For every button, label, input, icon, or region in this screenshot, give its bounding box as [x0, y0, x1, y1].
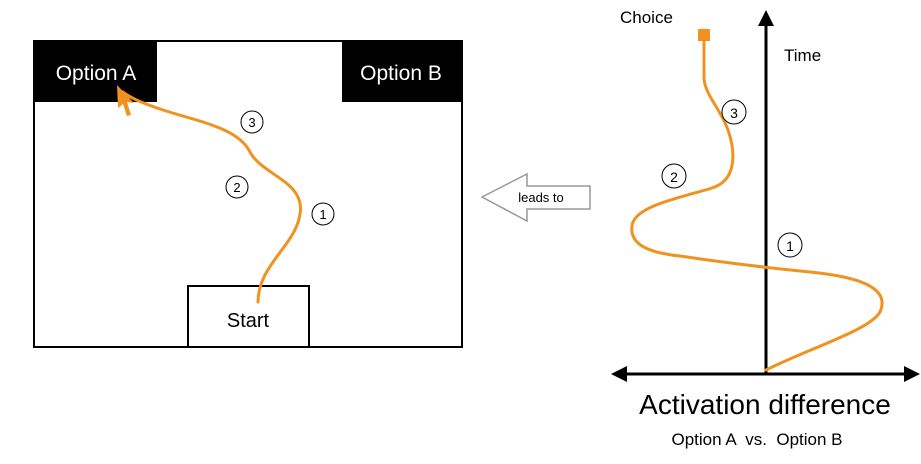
mouse-trajectory: [121, 90, 302, 304]
option-a-label: Option A: [56, 62, 137, 85]
time-axis-arrowhead: [758, 10, 774, 26]
left-step-marker-1: 1: [311, 202, 335, 226]
left-step-marker-1-label: 1: [319, 207, 326, 222]
start-label: Start: [227, 310, 270, 332]
left-step-marker-3: 3: [240, 110, 264, 134]
right-step-marker-1-label: 1: [786, 238, 794, 254]
left-step-marker-2-circle: [225, 175, 249, 199]
right-step-marker-2-circle: [661, 163, 687, 189]
activation-trajectory: [630, 38, 884, 372]
left-step-marker-1-circle: [311, 202, 335, 226]
time-axis-label: Time: [784, 46, 821, 65]
activation-axis-subtitle: Option A vs. Option B: [671, 430, 842, 449]
right-step-marker-2-label: 2: [670, 169, 678, 185]
right-step-marker-3-label: 3: [730, 105, 738, 121]
leads-to-arrow-shape: [480, 172, 591, 223]
activation-axis-right-arrowhead: [904, 366, 920, 382]
right-step-marker-2: 2: [661, 163, 687, 189]
option-b-box: Option B: [342, 41, 462, 102]
right-step-marker-3: 3: [721, 99, 747, 125]
right-step-marker-3-circle: [721, 99, 747, 125]
choice-marker: [698, 29, 710, 41]
right-step-marker-1: 1: [777, 232, 803, 258]
leads-to-label: leads to: [518, 190, 564, 205]
option-a-box-bg: [34, 41, 157, 102]
left-step-marker-3-circle: [240, 110, 264, 134]
activation-axis-title: Activation difference: [639, 389, 891, 420]
mouse-screen-panel: Option A Option B Start 1 2 3: [33, 40, 463, 348]
left-step-marker-3-label: 3: [248, 115, 255, 130]
left-step-marker-2-label: 2: [233, 180, 240, 195]
choice-label: Choice: [620, 8, 673, 27]
activation-plot-panel: Time Choice 1 2 3 Activation difference …: [611, 8, 920, 449]
activation-axis-left-arrowhead: [611, 366, 627, 382]
option-a-box: Option A: [34, 41, 157, 102]
option-b-label: Option B: [360, 62, 442, 85]
mouse-cursor-arrowhead: [117, 85, 134, 116]
start-box-frame: [187, 285, 310, 348]
option-b-box-bg: [342, 41, 462, 102]
start-box: Start: [187, 285, 310, 348]
left-step-marker-2: 2: [225, 175, 249, 199]
leads-to-arrow: leads to: [480, 172, 591, 223]
right-step-marker-1-circle: [777, 232, 803, 258]
